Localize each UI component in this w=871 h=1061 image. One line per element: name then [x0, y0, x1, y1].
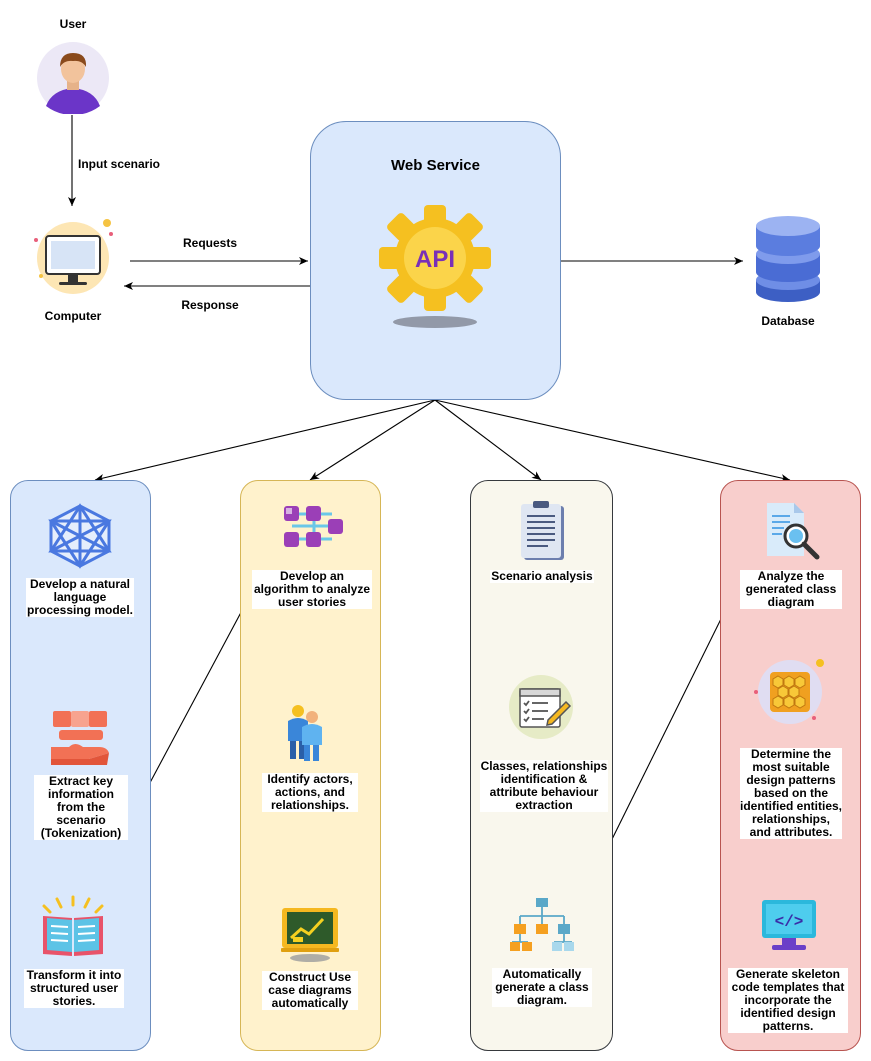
user-label: User	[59, 17, 87, 31]
database-icon	[756, 216, 820, 302]
file-search-icon	[767, 503, 820, 560]
data-extraction-icon	[51, 711, 109, 765]
arrow-service-to-col3	[434, 399, 542, 481]
database-label: Database	[761, 314, 815, 328]
step-nlp-model: Develop a natural language processing mo…	[26, 577, 134, 617]
step-generate-skeleton-code: Generate skeleton code templates that in…	[728, 968, 848, 1033]
checklist-pencil-icon	[509, 675, 573, 739]
step-develop-algorithm: Develop an algorithm to analyze user sto…	[252, 569, 372, 609]
algorithm-column	[240, 480, 381, 1051]
computer-label: Computer	[44, 309, 102, 323]
step-analyze-class-diagram: Analyze the generated class diagram	[740, 570, 842, 609]
requests-label: Requests	[182, 236, 238, 250]
step-determine-design-patterns: Determine the most suitable design patte…	[740, 747, 843, 839]
step-scenario-analysis: Scenario analysis	[490, 569, 594, 583]
step-identify-actors: Identify actors, actions, and relationsh…	[262, 773, 358, 812]
arrow-service-to-col2	[309, 399, 436, 481]
class-hierarchy-icon	[510, 898, 574, 951]
input-scenario-label: Input scenario	[78, 157, 161, 171]
step-generate-class-diagram: Automatically generate a class diagram.	[492, 968, 592, 1007]
step-transform-user-stories: Transform it into structured user storie…	[24, 969, 124, 1008]
code-monitor-icon: </>	[762, 900, 816, 950]
api-gear-icon: API	[379, 205, 491, 328]
neural-network-icon	[48, 503, 112, 569]
computer-icon	[34, 219, 113, 294]
step-classes-relationships-identification: Classes, relationships identification & …	[480, 759, 608, 812]
arrow-service-to-col1	[94, 399, 436, 482]
api-text: API	[415, 246, 455, 273]
clipboard-document-icon	[521, 501, 564, 560]
response-label: Response	[181, 298, 239, 312]
web-service-box	[310, 121, 561, 400]
open-book-icon	[42, 895, 104, 956]
nlp-column	[10, 480, 151, 1051]
arrow-service-to-col4	[434, 399, 791, 482]
web-service-title: Web Service	[391, 157, 480, 174]
people-icon	[288, 705, 322, 761]
step-construct-use-case-diagrams: Construct Use case diagrams automaticall…	[262, 971, 358, 1010]
user-avatar-icon	[37, 42, 109, 114]
honeycomb-pattern-icon	[754, 659, 824, 724]
chart-board-icon	[281, 908, 339, 962]
step-extract-key-information: Extract key information from the scenari…	[34, 775, 128, 840]
svg-text:</>: </>	[775, 913, 804, 931]
algorithm-flow-icon	[284, 506, 343, 547]
